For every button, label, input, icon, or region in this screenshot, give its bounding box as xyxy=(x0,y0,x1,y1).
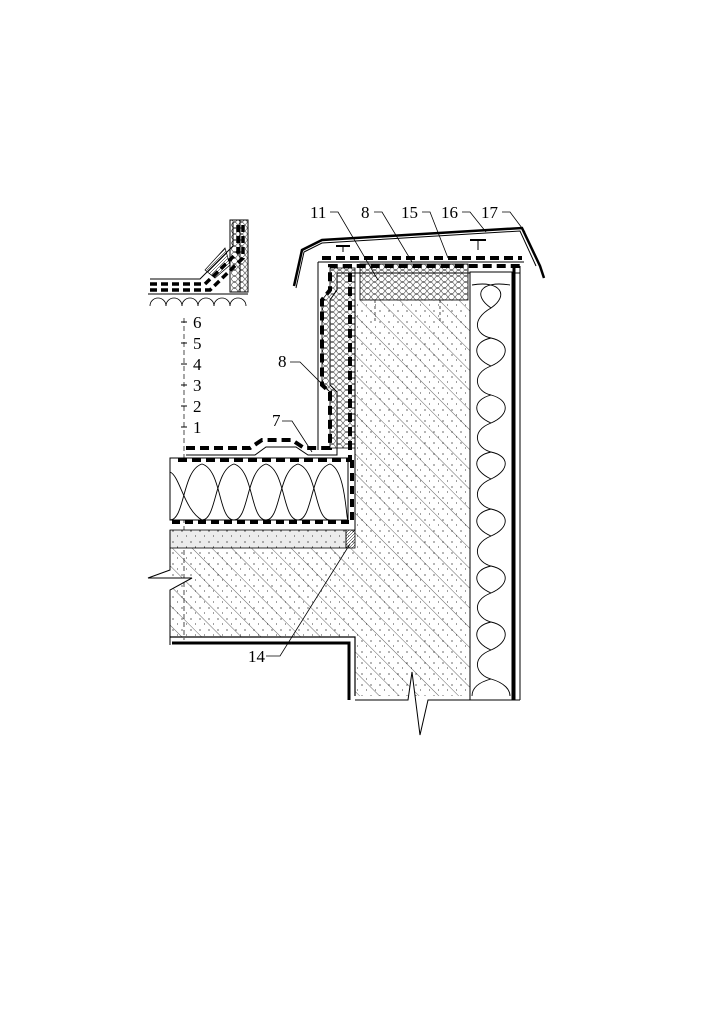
callout-7: 7 xyxy=(272,411,281,430)
layer-label-4: 4 xyxy=(193,355,202,374)
layer-label-1: 1 xyxy=(193,418,202,437)
layer-label-2: 2 xyxy=(193,397,202,416)
callout-leaders xyxy=(266,211,526,657)
concrete-structure xyxy=(169,300,471,700)
callout-8-top: 8 xyxy=(361,203,370,222)
callout-11: 11 xyxy=(310,203,326,222)
callout-15: 15 xyxy=(401,203,418,222)
callout-16: 16 xyxy=(441,203,458,222)
callout-labels: 11 8 15 16 17 8 7 14 xyxy=(248,203,499,666)
slab-break-line xyxy=(147,530,193,645)
layer-label-6: 6 xyxy=(193,313,202,332)
callout-17: 17 xyxy=(481,203,499,222)
roofing-membrane xyxy=(178,256,524,462)
roof-insulation xyxy=(169,457,349,521)
insulation-arcs xyxy=(149,297,247,307)
wall-break-line xyxy=(355,671,520,736)
corner-detail-inset xyxy=(148,219,249,307)
vapour-barrier xyxy=(172,458,354,524)
callout-8-left: 8 xyxy=(278,352,287,371)
facade-insulation xyxy=(469,266,521,701)
layer-label-5: 5 xyxy=(193,334,202,353)
layer-label-3: 3 xyxy=(193,376,202,395)
coping-flashing xyxy=(292,226,546,289)
callout-14: 14 xyxy=(248,647,266,666)
